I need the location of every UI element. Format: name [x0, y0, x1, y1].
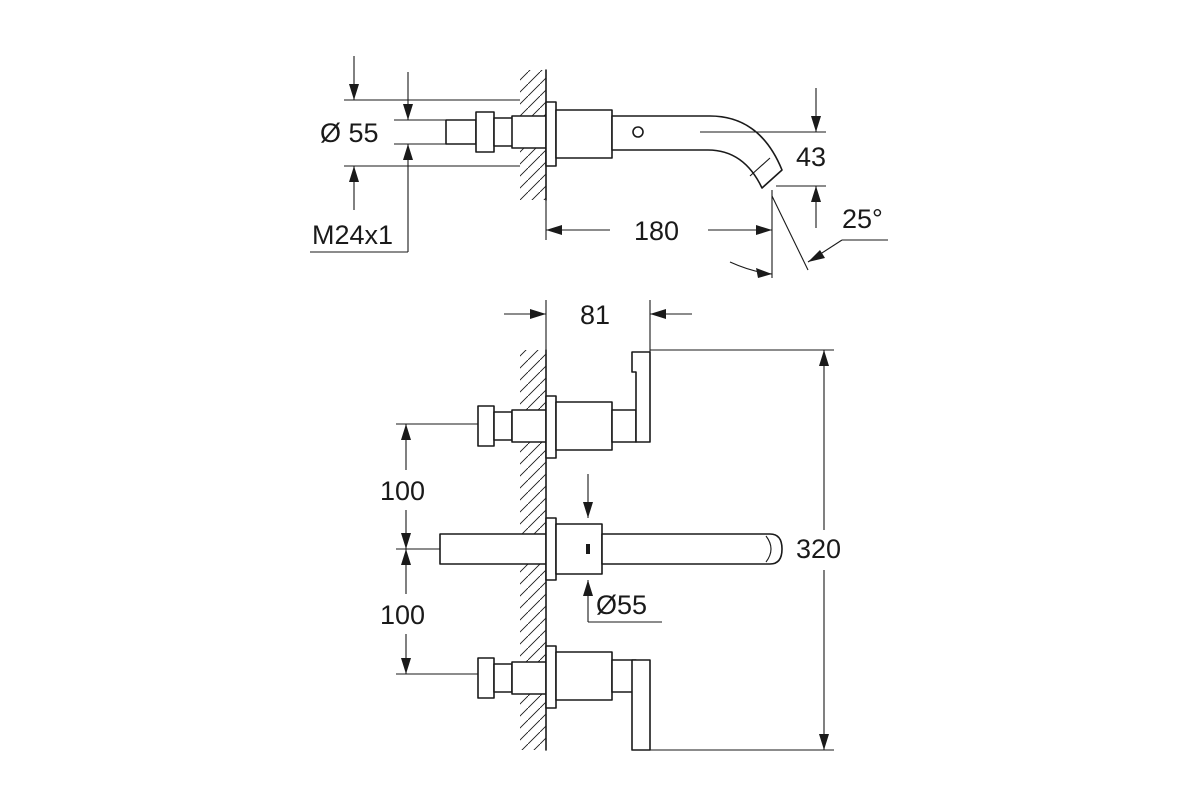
- side-view-body: [555, 109, 613, 159]
- side-view-height-label: 43: [796, 142, 826, 172]
- front-view-depth-label: 81: [580, 300, 610, 330]
- front-view-overall-height-dimension: 320: [650, 349, 841, 751]
- side-view-diameter-dimension: Ø 55: [320, 56, 520, 210]
- front-view-spacing-dimension: 100 100: [378, 423, 478, 675]
- side-view-flange: [545, 101, 557, 167]
- front-view-depth-dimension: 81: [504, 300, 692, 352]
- side-view: Ø 55 M24x1 180: [310, 56, 888, 278]
- side-view-aerator-hole: [632, 126, 644, 138]
- front-view-diameter-label: Ø55: [596, 590, 647, 620]
- front-view: 81: [378, 300, 841, 751]
- side-view-projection-dimension: 180: [545, 190, 773, 278]
- side-view-projection-label: 180: [634, 216, 679, 246]
- front-view-spacing-upper-label: 100: [380, 476, 425, 506]
- upper-valve-lever: [631, 351, 651, 443]
- lower-valve-lever: [631, 659, 651, 751]
- front-view-overall-height-label: 320: [796, 534, 841, 564]
- side-view-angle-label: 25°: [842, 204, 883, 234]
- front-view-diameter-dimension: Ø55: [583, 474, 662, 623]
- upper-valve: [477, 395, 637, 459]
- center-spout: [439, 517, 783, 581]
- front-view-spacing-lower-label: 100: [380, 600, 425, 630]
- side-view-connector: [445, 111, 547, 153]
- lower-valve: [477, 645, 637, 709]
- side-view-diameter-label: Ø 55: [320, 118, 379, 148]
- side-view-angle-dimension: 25°: [729, 195, 888, 278]
- side-view-height-dimension: 43: [700, 88, 826, 228]
- side-view-spout: [611, 115, 783, 189]
- side-view-thread-dimension: M24x1: [310, 72, 446, 253]
- side-view-thread-label: M24x1: [312, 220, 393, 250]
